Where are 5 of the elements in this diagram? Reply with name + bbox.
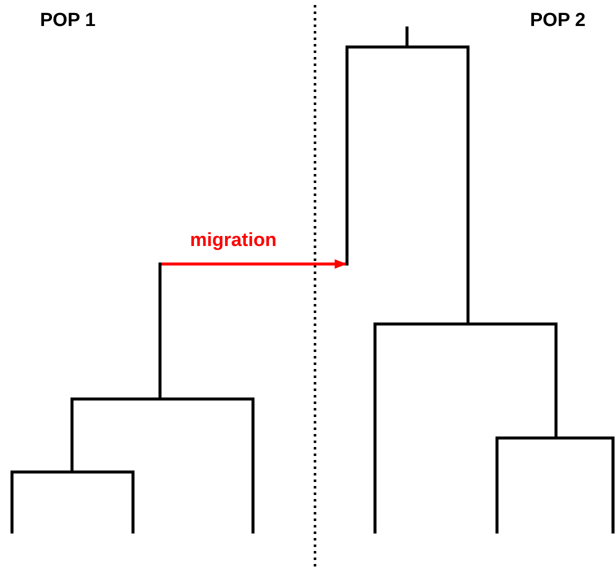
lineage-branch: [158, 262, 162, 400]
population-label: POP 1: [40, 10, 96, 32]
migration-arrow: [162, 259, 347, 269]
lineage-branch: [346, 46, 348, 266]
population-label: POP 2: [530, 10, 586, 32]
